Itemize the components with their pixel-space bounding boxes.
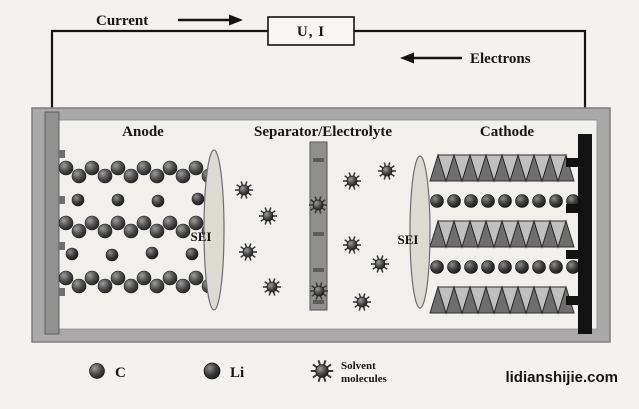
legend-li-icon <box>203 362 221 380</box>
legend-solvent-label-1: Solvent <box>341 360 376 372</box>
cathode-label: Cathode <box>480 124 535 140</box>
separator-bar <box>309 141 328 311</box>
legend-c-icon <box>89 363 105 379</box>
circuit-wire-right <box>354 29 587 136</box>
meter-label: U, I <box>297 24 325 40</box>
anode-label: Anode <box>122 124 164 140</box>
separator-label: Separator/Electrolyte <box>254 124 392 140</box>
sei-layer-right <box>409 155 431 309</box>
sei-layer-left <box>203 149 225 311</box>
legend-solvent-label-2: molecules <box>341 373 388 385</box>
legend-c: C <box>89 363 126 381</box>
cathode-li-spheres <box>430 194 580 274</box>
sei-label-right: SEI <box>398 232 419 247</box>
current-label: Current <box>96 13 148 29</box>
electrons-arrow <box>400 52 462 64</box>
cathode-octahedra-structure <box>429 153 575 315</box>
circuit-wire-left <box>50 29 268 114</box>
sei-label-left: SEI <box>191 229 212 244</box>
legend-li-label: Li <box>230 365 244 381</box>
anode-graphite-structure <box>58 160 217 294</box>
meter-box: U, I <box>267 16 355 46</box>
legend-solvent: Solvent molecules <box>310 359 388 385</box>
legend-solvent-icon <box>310 359 334 383</box>
current-arrow <box>178 14 243 26</box>
legend-li: Li <box>203 362 244 381</box>
electrons-label: Electrons <box>470 51 531 67</box>
cathode-current-collector <box>566 134 592 334</box>
legend-c-label: C <box>115 365 126 381</box>
watermark-text: lidianshijie.com <box>505 369 618 386</box>
solvent-molecules <box>235 162 396 311</box>
